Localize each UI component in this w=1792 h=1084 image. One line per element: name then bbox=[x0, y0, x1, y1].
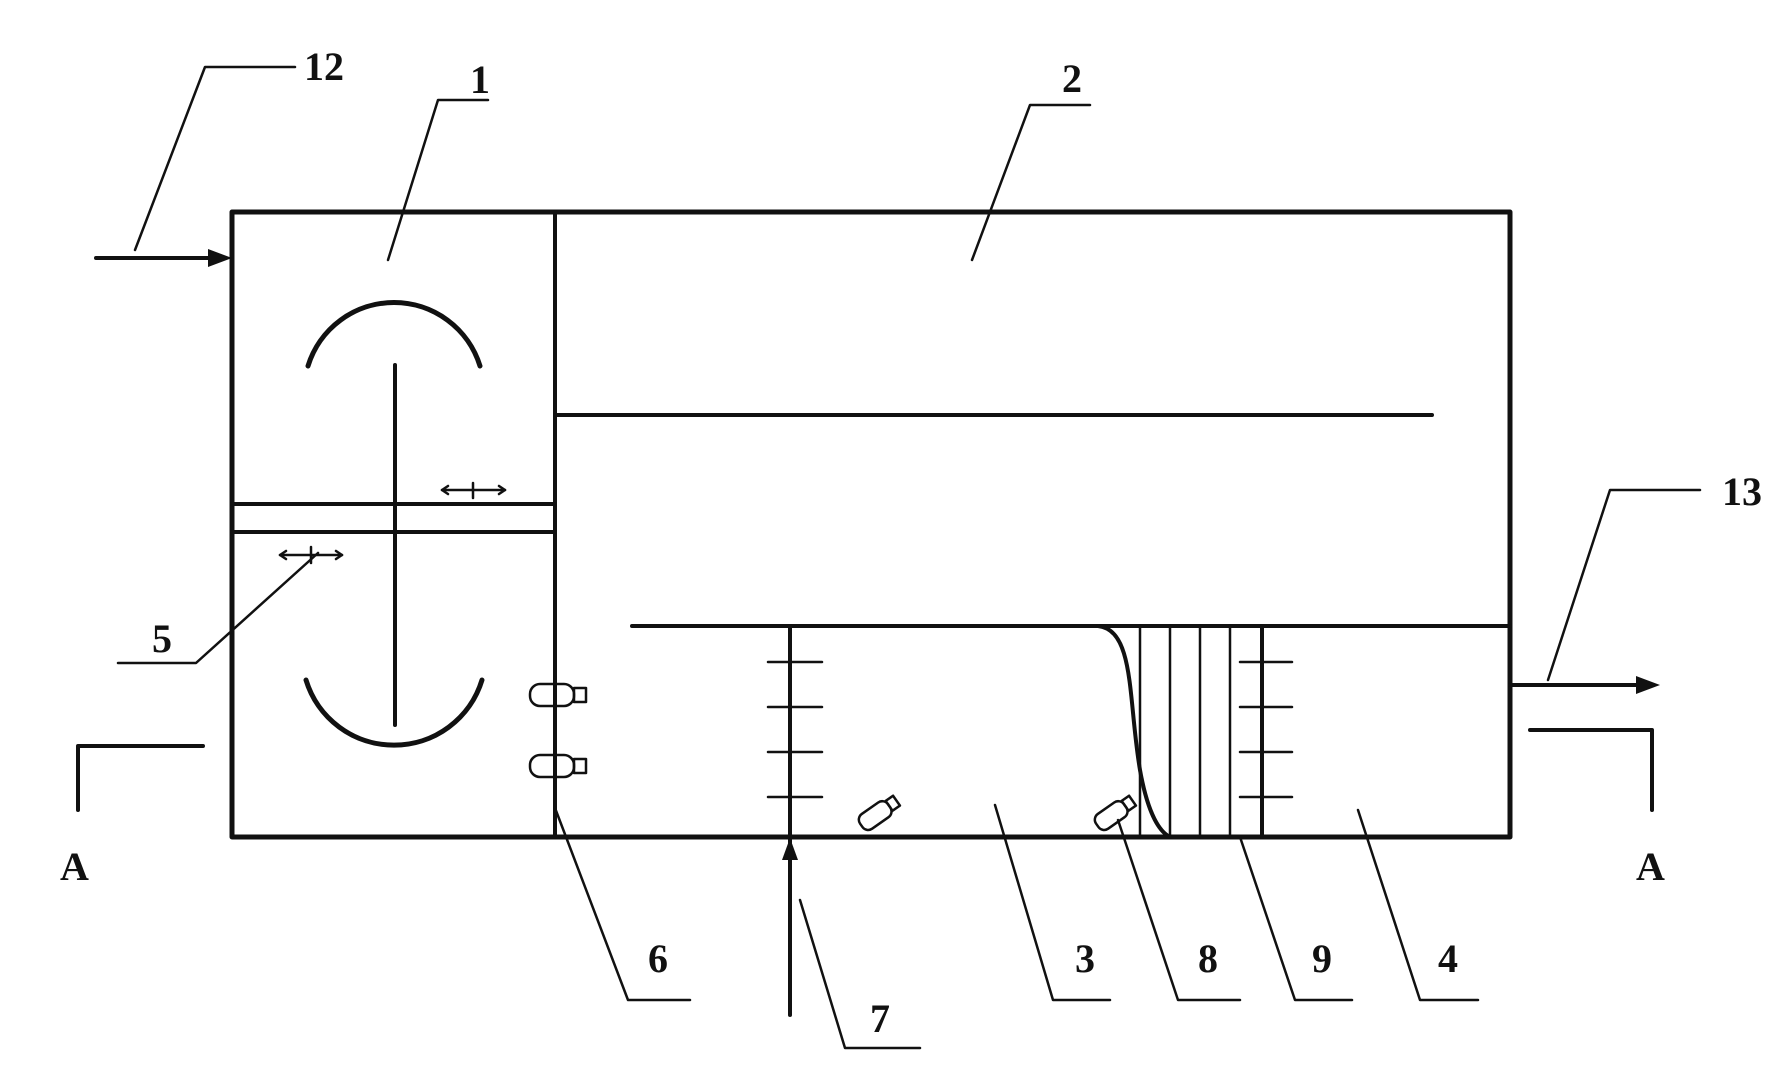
label-5: 5 bbox=[152, 616, 172, 661]
section-marker-left bbox=[76, 744, 205, 812]
diffuser-icon bbox=[278, 545, 344, 565]
leader-line-5 bbox=[116, 551, 320, 665]
leader-line-8 bbox=[1116, 818, 1242, 1002]
pump-icon bbox=[528, 676, 588, 712]
diffuser-icon bbox=[440, 481, 507, 500]
leader-line-4 bbox=[1356, 808, 1480, 1002]
arrow-head-icon bbox=[1636, 676, 1660, 694]
label-4: 4 bbox=[1438, 936, 1458, 981]
label-1: 1 bbox=[470, 57, 490, 102]
label-section-left: A bbox=[60, 844, 89, 889]
label-7: 7 bbox=[870, 996, 890, 1041]
leader-line-9 bbox=[1238, 835, 1354, 1002]
leader-line-2 bbox=[970, 103, 1092, 262]
leader-line-1 bbox=[386, 98, 490, 262]
pipe-tick-marks bbox=[766, 660, 824, 799]
mixer-blade-bottom bbox=[303, 677, 485, 748]
label-section-right: A bbox=[1636, 844, 1665, 889]
aerator-icon bbox=[1093, 794, 1138, 832]
leader-line-3 bbox=[993, 803, 1112, 1002]
section-marker-right bbox=[1528, 728, 1654, 812]
tube-bundle bbox=[1138, 624, 1264, 839]
tank-outline bbox=[229, 209, 1513, 840]
leader-line-12 bbox=[133, 65, 297, 252]
label-2: 2 bbox=[1062, 56, 1082, 101]
arrow-head-icon bbox=[782, 838, 798, 860]
leader-line-6 bbox=[553, 806, 692, 1002]
curved-weir bbox=[1096, 624, 1172, 839]
label-12: 12 bbox=[304, 44, 344, 89]
label-13: 13 bbox=[1722, 469, 1762, 514]
label-6: 6 bbox=[648, 936, 668, 981]
aerator-icon bbox=[857, 794, 902, 832]
label-3: 3 bbox=[1075, 936, 1095, 981]
arrow-head-icon bbox=[208, 249, 232, 267]
leader-line-13 bbox=[1546, 488, 1702, 682]
wall-tick-marks bbox=[1238, 660, 1294, 799]
label-8: 8 bbox=[1198, 936, 1218, 981]
leader-line-7 bbox=[798, 898, 922, 1050]
mixer-blade-top bbox=[305, 300, 483, 369]
label-9: 9 bbox=[1312, 936, 1332, 981]
pump-icon bbox=[528, 747, 588, 783]
